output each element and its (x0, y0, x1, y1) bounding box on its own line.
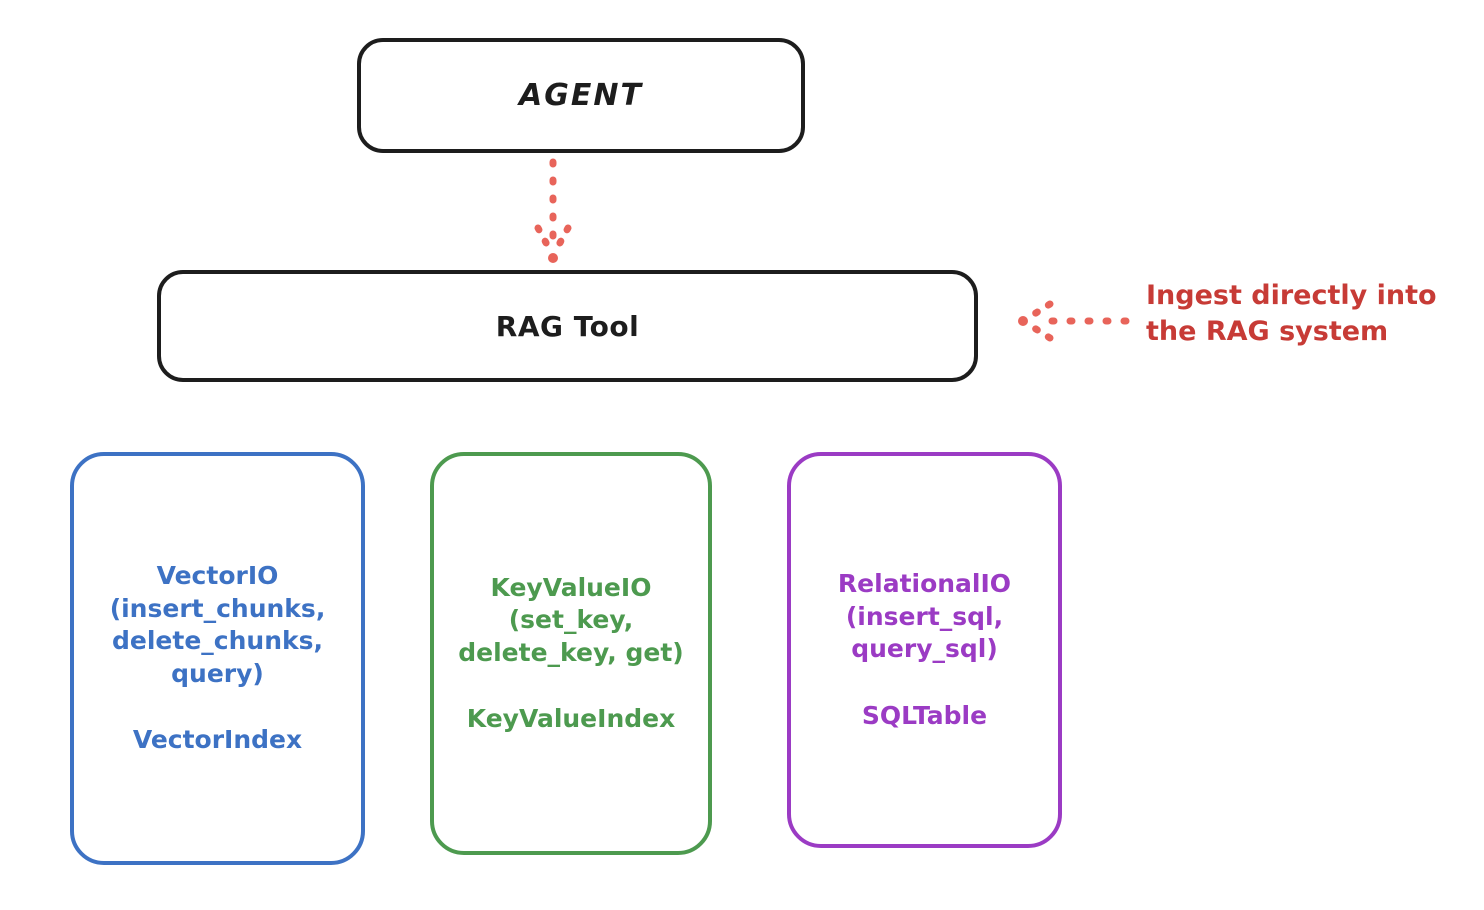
node-rag-tool[interactable]: RAG Tool (157, 270, 978, 382)
node-agent[interactable]: AGENT (357, 38, 805, 153)
node-key-value-io-api-label: KeyValueIO (set_key, delete_key, get) (458, 572, 684, 667)
node-vector-io-index-label: VectorIndex (132, 725, 303, 755)
connector-agent-to-rag-tool (534, 158, 572, 263)
node-relational-io-api-label: RelationalIO (insert_sql, query_sql) (837, 569, 1012, 663)
connector-ingest-arrow (1018, 300, 1130, 342)
node-relational-io-index-label: SQLTable (861, 700, 988, 730)
annotation-ingest-note: Ingest directly into the RAG system (1146, 280, 1437, 347)
node-rag-tool-label: RAG Tool (495, 309, 640, 343)
node-agent-label: AGENT (519, 78, 643, 113)
node-vector-io-api-label: VectorIO (insert_chunks, delete_chunks, … (109, 561, 326, 688)
node-relational-io[interactable]: RelationalIO (insert_sql, query_sql) SQL… (787, 452, 1062, 848)
node-vector-io[interactable]: VectorIO (insert_chunks, delete_chunks, … (70, 452, 365, 865)
node-key-value-io[interactable]: KeyValueIO (set_key, delete_key, get) Ke… (430, 452, 712, 855)
node-key-value-io-index-label: KeyValueIndex (466, 704, 676, 733)
